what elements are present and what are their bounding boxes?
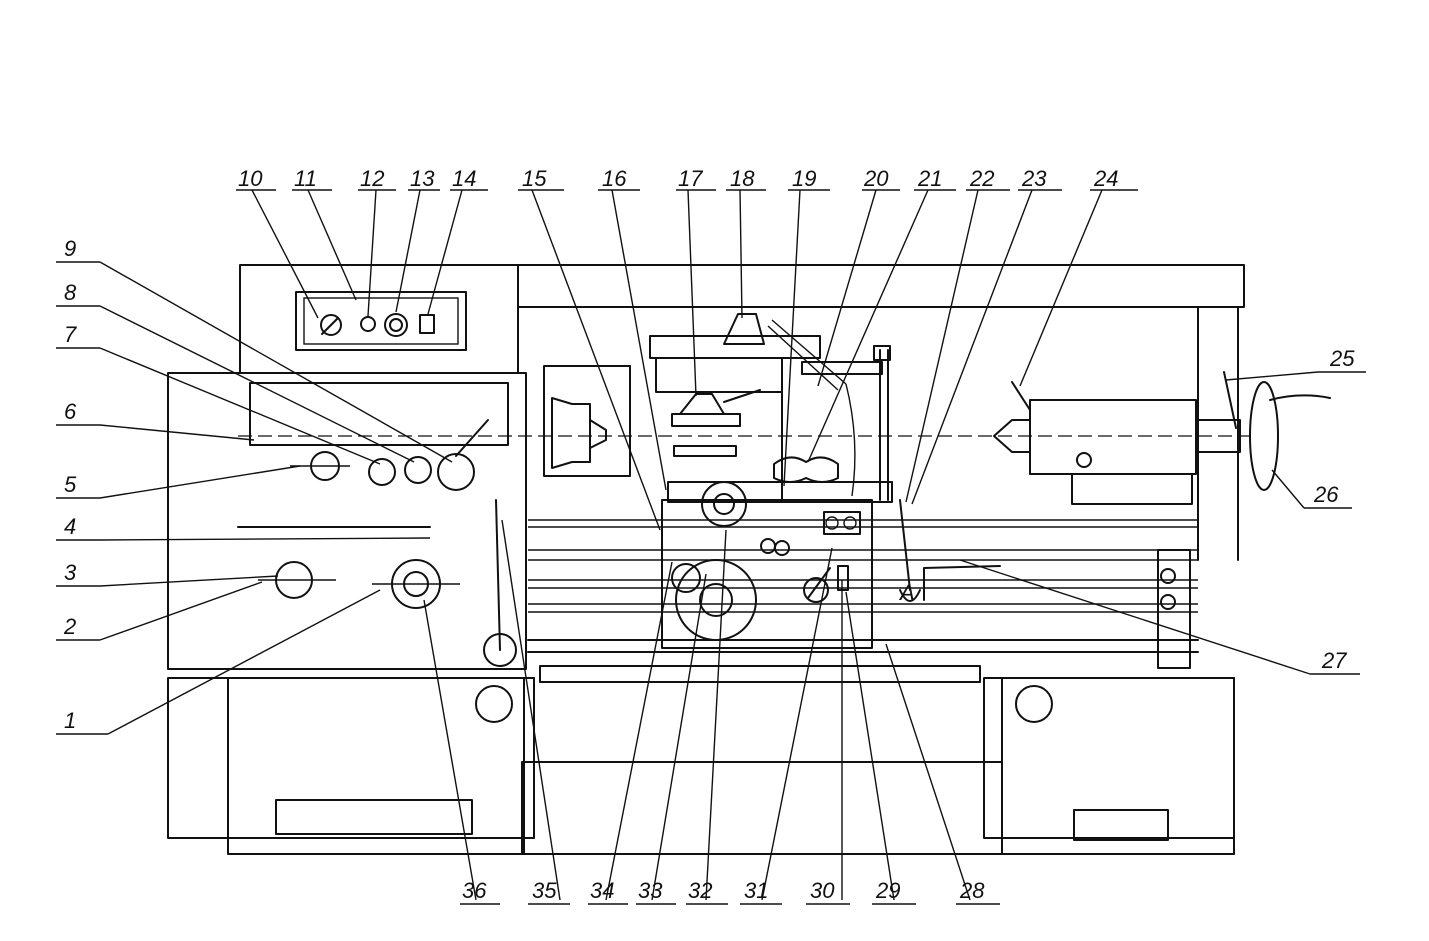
callout-17: 17 bbox=[678, 166, 703, 191]
callout-12: 12 bbox=[360, 166, 384, 191]
handwheel-icon bbox=[675, 559, 757, 641]
callout-32: 32 bbox=[688, 878, 712, 903]
callout-36: 36 bbox=[462, 878, 487, 903]
right-pedestal bbox=[983, 677, 1235, 839]
callout-31: 31 bbox=[744, 878, 768, 903]
chip-tray bbox=[521, 761, 1003, 855]
callout-24: 24 bbox=[1093, 166, 1118, 191]
callout-21: 21 bbox=[917, 166, 942, 191]
callout-15: 15 bbox=[522, 166, 547, 191]
end-bracket bbox=[1157, 549, 1191, 669]
mode-switch-icon bbox=[320, 314, 342, 336]
callout-labels: 10 11 12 13 14 15 16 17 18 19 20 21 22 2… bbox=[63, 166, 1355, 903]
panel-marker: A bbox=[898, 580, 915, 605]
right-drawer bbox=[1073, 809, 1169, 841]
callout-18: 18 bbox=[730, 166, 755, 191]
callout-23: 23 bbox=[1021, 166, 1047, 191]
callout-13: 13 bbox=[410, 166, 435, 191]
start-button-icon bbox=[384, 313, 408, 337]
stop-button-icon bbox=[419, 314, 435, 334]
feed-knob-icon bbox=[803, 577, 829, 603]
left-pedestal bbox=[167, 677, 535, 839]
knob-3-icon bbox=[258, 561, 336, 599]
callout-20: 20 bbox=[863, 166, 889, 191]
callout-4: 4 bbox=[64, 514, 76, 539]
callout-19: 19 bbox=[792, 166, 816, 191]
callout-9: 9 bbox=[64, 236, 76, 261]
knob-1-icon bbox=[372, 559, 460, 609]
control-rod-lever-icon bbox=[483, 499, 517, 667]
callout-10: 10 bbox=[238, 166, 263, 191]
callout-27: 27 bbox=[1321, 648, 1347, 673]
knob-8-icon bbox=[404, 456, 432, 484]
left-drawer bbox=[275, 799, 473, 835]
knob-9-icon bbox=[437, 419, 489, 491]
callout-8: 8 bbox=[64, 280, 77, 305]
tool-post-icon bbox=[679, 393, 725, 415]
tailstock bbox=[1029, 399, 1197, 475]
leader-lines bbox=[56, 189, 1366, 905]
coolant-hose bbox=[773, 456, 839, 483]
apron-lever-icon bbox=[701, 481, 747, 527]
callout-3: 3 bbox=[64, 560, 77, 585]
knob-7-icon bbox=[368, 458, 396, 486]
callout-26: 26 bbox=[1313, 482, 1339, 507]
headstock-gearbox bbox=[167, 372, 527, 670]
callout-28: 28 bbox=[959, 878, 985, 903]
callout-22: 22 bbox=[969, 166, 994, 191]
callout-35: 35 bbox=[532, 878, 557, 903]
callout-14: 14 bbox=[452, 166, 476, 191]
lathe-drawing bbox=[167, 264, 1331, 855]
callout-6: 6 bbox=[64, 399, 77, 424]
callout-29: 29 bbox=[875, 878, 900, 903]
callout-2: 2 bbox=[63, 614, 76, 639]
tool-holder bbox=[723, 313, 765, 345]
apron bbox=[661, 499, 873, 649]
control-panel bbox=[295, 291, 467, 351]
callout-25: 25 bbox=[1329, 346, 1355, 371]
callout-7: 7 bbox=[64, 322, 77, 347]
tailstock-handwheel-icon bbox=[1223, 371, 1331, 491]
callout-30: 30 bbox=[810, 878, 835, 903]
headstock-upper bbox=[239, 264, 519, 374]
callout-5: 5 bbox=[64, 472, 77, 497]
spindle-housing bbox=[543, 365, 631, 477]
callout-16: 16 bbox=[602, 166, 627, 191]
callout-11: 11 bbox=[294, 166, 317, 191]
carriage-slide bbox=[667, 481, 893, 503]
guard-rail bbox=[517, 264, 1245, 308]
callout-1: 1 bbox=[64, 708, 76, 733]
callout-33: 33 bbox=[638, 878, 663, 903]
callout-34: 34 bbox=[590, 878, 614, 903]
indicator-lamp-icon bbox=[360, 316, 376, 332]
